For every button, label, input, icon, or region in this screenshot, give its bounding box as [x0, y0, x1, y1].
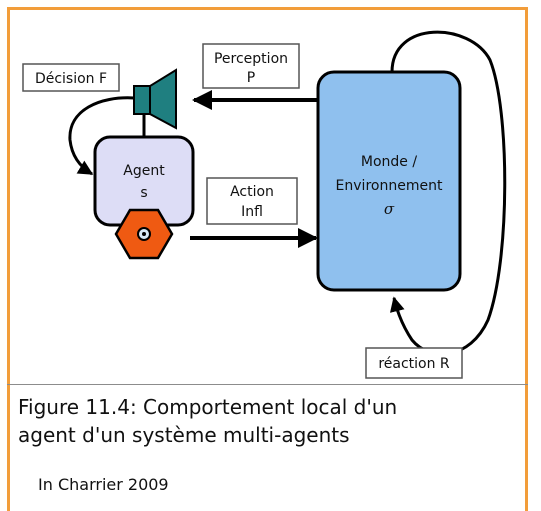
perception-box [202, 43, 300, 89]
decision-box [22, 63, 120, 92]
world-label-line1: Monde / [361, 154, 417, 170]
reaction-label: réaction R [378, 356, 450, 372]
diagram-divider [7, 384, 528, 385]
caption-line-2: agent d'un système multi-agents [18, 423, 350, 447]
decision-label: Décision F [35, 71, 107, 87]
source-credit: In Charrier 2009 [38, 475, 169, 494]
action-label-line1: Action [230, 184, 274, 200]
multi-agent-diagram: Monde / Environnement σ Agent s Décision… [22, 30, 507, 379]
agent-label-line1: Agent [123, 163, 165, 179]
sensor-cone [149, 68, 177, 130]
world-self-loop [389, 30, 507, 356]
perception-label-line1: Perception [214, 51, 288, 67]
agent-label-line2: s [140, 185, 147, 201]
sensor-base [133, 85, 151, 115]
decision-arrow [68, 96, 135, 176]
action-box [206, 177, 298, 225]
frame-edge-left [7, 497, 10, 511]
frame-edge-right [525, 497, 528, 511]
perception-label-line2: P [247, 70, 255, 86]
reaction-box [365, 347, 463, 379]
figure-caption: Figure 11.4: Comportement local d'un age… [18, 393, 518, 449]
figure-frame [7, 7, 528, 502]
action-label-line2: Infl [241, 204, 263, 220]
world-box [316, 70, 462, 292]
caption-line-1: Figure 11.4: Comportement local d'un [18, 395, 398, 419]
world-label-sigma: σ [384, 200, 395, 218]
world-label-line2: Environnement [336, 178, 443, 194]
actuator-center [142, 232, 146, 236]
